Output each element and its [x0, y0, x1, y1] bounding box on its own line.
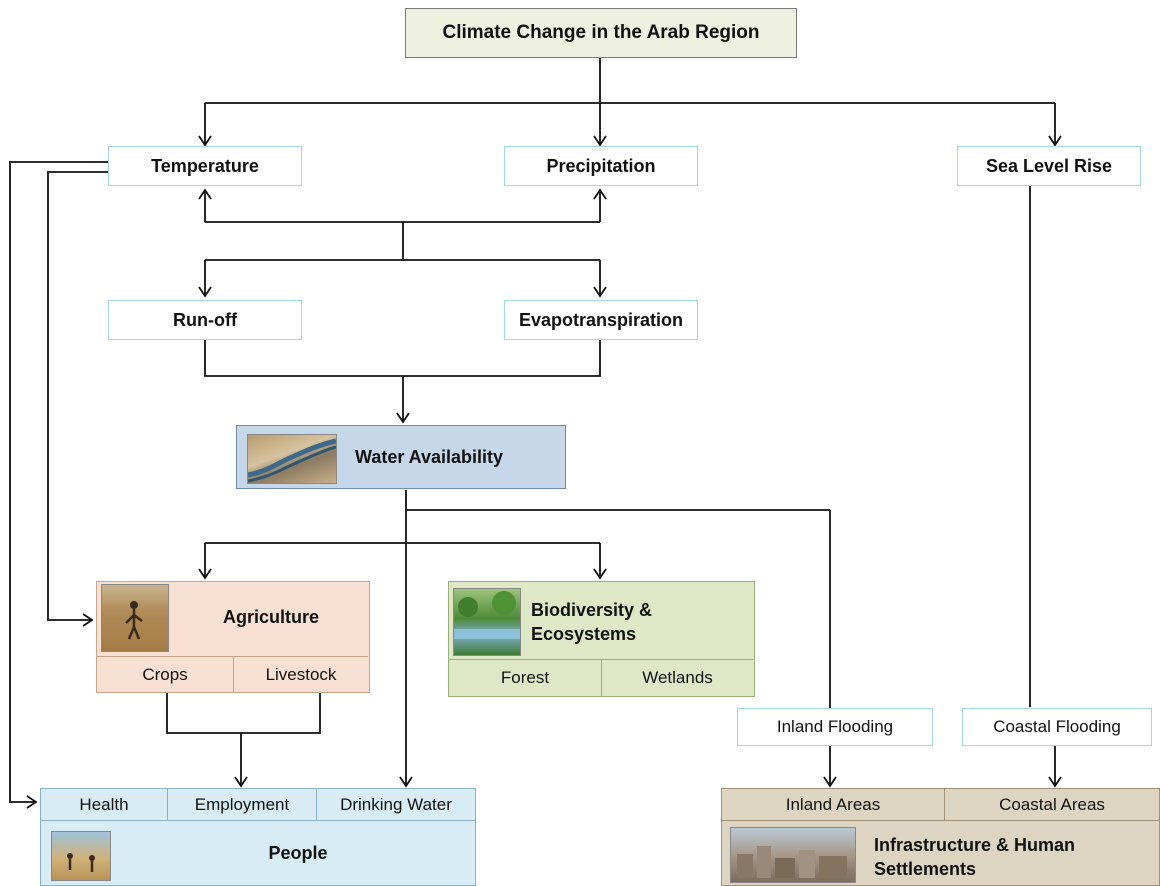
- city-icon: [737, 846, 847, 878]
- node-agriculture-label: Agriculture: [222, 606, 319, 627]
- forest-icon: [454, 591, 520, 639]
- connector-temperature-agri: [47, 171, 108, 627]
- node-coastal-flooding: Coastal Flooding: [962, 708, 1152, 746]
- node-evapotranspiration: Evapotranspiration: [504, 300, 698, 340]
- cell-health: Health: [41, 789, 168, 821]
- cell-drinking-water: Drinking Water: [317, 789, 475, 821]
- cell-coastal-areas-label: Coastal Areas: [999, 794, 1105, 814]
- water-canal-photo: [247, 434, 337, 484]
- node-precipitation: Precipitation: [504, 146, 698, 186]
- node-people: Health Employment Drinking Water People: [40, 788, 476, 886]
- biodiversity-photo: [453, 588, 521, 656]
- people-icon: [67, 853, 95, 872]
- cell-coastal-areas: Coastal Areas: [945, 789, 1159, 821]
- node-temperature-label: Temperature: [151, 155, 259, 176]
- cell-health-label: Health: [79, 794, 129, 814]
- node-sea-level-rise: Sea Level Rise: [957, 146, 1141, 186]
- cell-employment-label: Employment: [194, 794, 290, 814]
- infrastructure-photo: [730, 827, 856, 883]
- node-agriculture: Agriculture Crops Livestock: [96, 581, 370, 693]
- diagram-title-text: Climate Change in the Arab Region: [442, 22, 760, 43]
- cell-livestock-label: Livestock: [265, 664, 337, 684]
- node-water-availability-label: Water Availability: [355, 446, 504, 467]
- node-sea-level-rise-label: Sea Level Rise: [985, 155, 1113, 176]
- node-inland-flooding-label: Inland Flooding: [776, 717, 894, 736]
- connector-temperature-left: [9, 161, 108, 809]
- cell-crops-label: Crops: [142, 664, 188, 684]
- canal-icon: [248, 438, 336, 483]
- node-people-label: People: [268, 842, 328, 863]
- connector-crops-livestock: [166, 692, 321, 734]
- node-infrastructure-label: Infrastructure & Human Settlements: [874, 835, 1076, 879]
- cell-forest: Forest: [449, 659, 602, 696]
- node-run-off: Run-off: [108, 300, 302, 340]
- cell-forest-label: Forest: [500, 668, 550, 687]
- node-coastal-flooding-label: Coastal Flooding: [993, 717, 1121, 736]
- cell-inland-areas-label: Inland Areas: [785, 794, 881, 814]
- node-biodiversity-label: Biodiversity & Ecosystems: [531, 600, 653, 644]
- cell-wetlands: Wetlands: [602, 659, 753, 696]
- people-photo: [51, 831, 111, 881]
- cell-crops: Crops: [97, 656, 234, 692]
- cell-drinking-water-label: Drinking Water: [340, 794, 452, 814]
- cell-inland-areas: Inland Areas: [722, 789, 945, 821]
- node-infrastructure: Inland Areas Coastal Areas Infrastructur…: [721, 788, 1160, 886]
- agriculture-photo: [101, 584, 169, 652]
- cell-livestock: Livestock: [234, 656, 368, 692]
- node-precipitation-label: Precipitation: [546, 155, 656, 176]
- node-inland-flooding: Inland Flooding: [737, 708, 933, 746]
- node-temperature: Temperature: [108, 146, 302, 186]
- node-run-off-label: Run-off: [173, 309, 237, 330]
- node-biodiversity: Biodiversity & Ecosystems Forest Wetland…: [448, 581, 755, 697]
- connector-runoff-down: [204, 338, 601, 377]
- node-water-availability: Water Availability: [236, 425, 566, 489]
- connector-water-down: [405, 490, 830, 511]
- node-evapotranspiration-label: Evapotranspiration: [518, 309, 684, 330]
- farmer-icon: [125, 601, 143, 640]
- cell-wetlands-label: Wetlands: [642, 668, 713, 687]
- cell-employment: Employment: [168, 789, 317, 821]
- diagram-title: Climate Change in the Arab Region: [405, 8, 797, 58]
